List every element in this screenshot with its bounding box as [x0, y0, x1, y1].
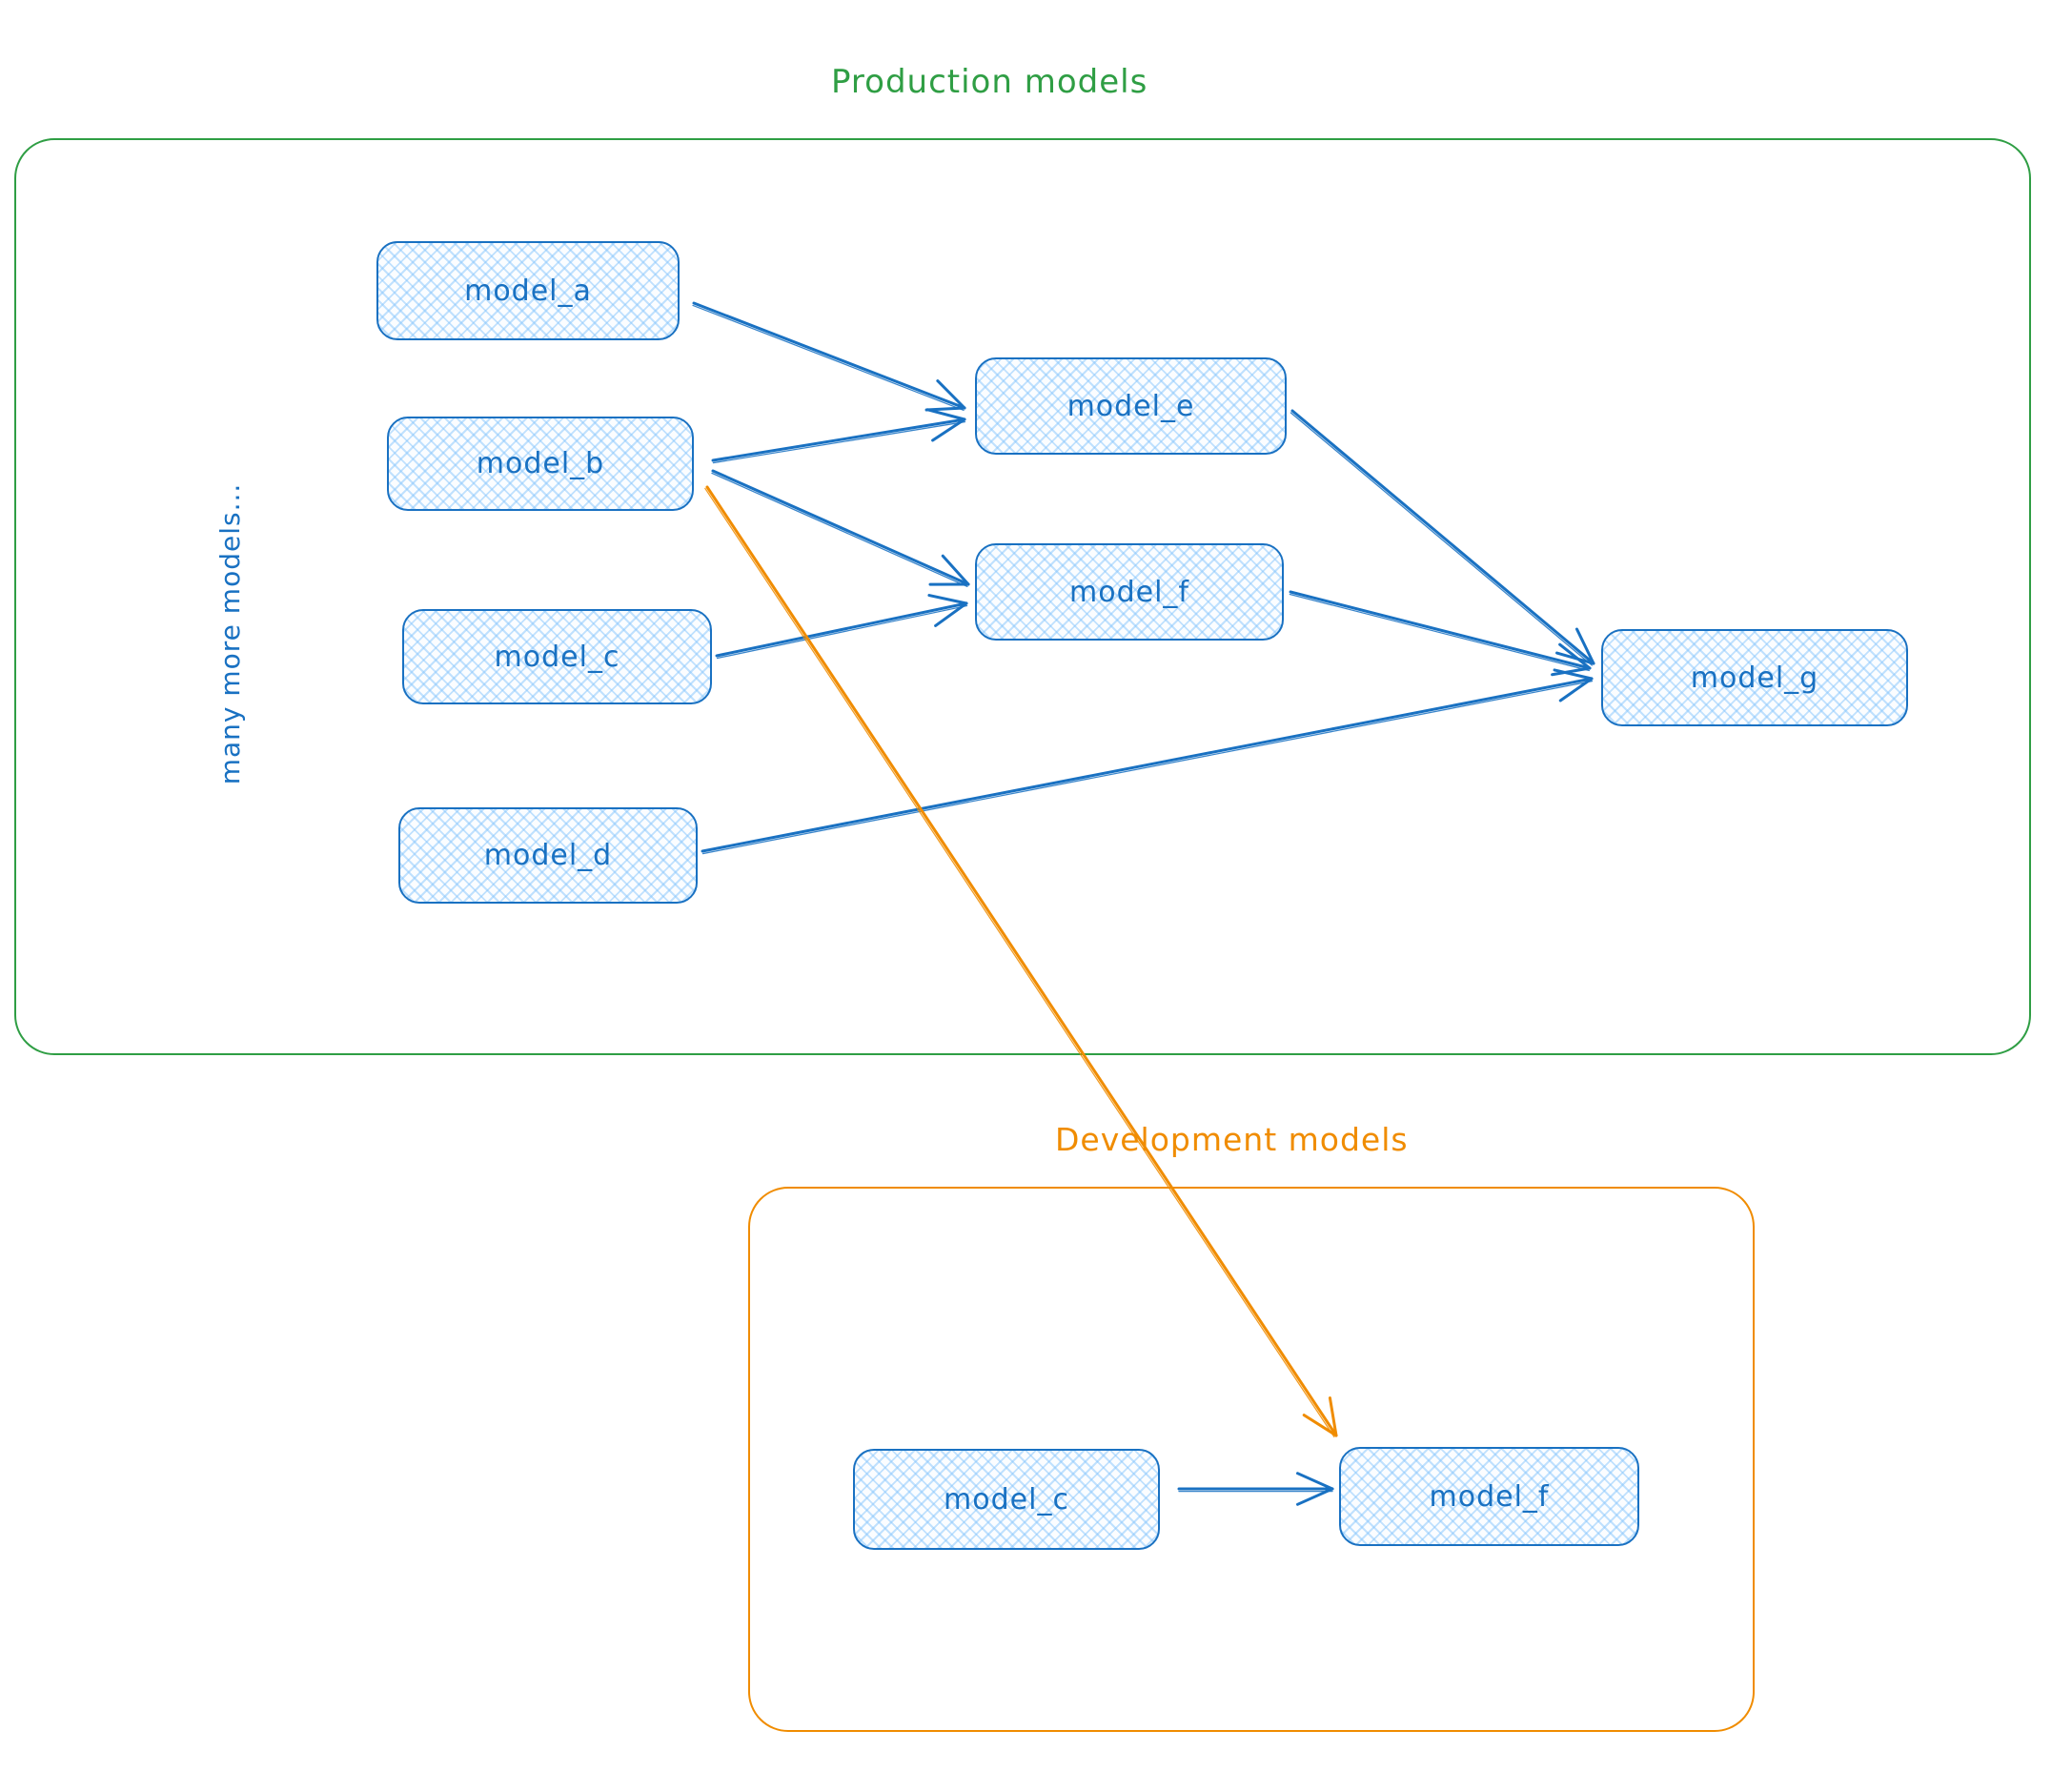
- node-label: model_c: [494, 640, 620, 674]
- node-label: model_f: [1069, 575, 1189, 609]
- node-label: model_e: [1066, 389, 1195, 423]
- node-label: model_b: [476, 447, 605, 480]
- node-label: model_d: [483, 839, 613, 872]
- node-label: model_c: [944, 1482, 1069, 1517]
- node-label: model_a: [464, 274, 592, 308]
- development-group-title: Development models: [1055, 1121, 1409, 1158]
- node-label: model_f: [1429, 1479, 1550, 1514]
- many-more-models-note: many more models...: [214, 482, 246, 785]
- node-model_d[interactable]: model_d: [398, 807, 698, 904]
- node-model_c[interactable]: model_c: [402, 609, 712, 704]
- node-model_f[interactable]: model_f: [975, 543, 1284, 641]
- node-label: model_g: [1690, 661, 1819, 695]
- node-model_a[interactable]: model_a: [376, 241, 680, 340]
- production-group-title: Production models: [831, 63, 1148, 101]
- node-dev_model_c[interactable]: model_c: [853, 1449, 1160, 1550]
- node-model_e[interactable]: model_e: [975, 357, 1287, 455]
- node-model_g[interactable]: model_g: [1601, 629, 1908, 726]
- node-dev_model_f[interactable]: model_f: [1339, 1447, 1639, 1546]
- node-model_b[interactable]: model_b: [387, 417, 694, 511]
